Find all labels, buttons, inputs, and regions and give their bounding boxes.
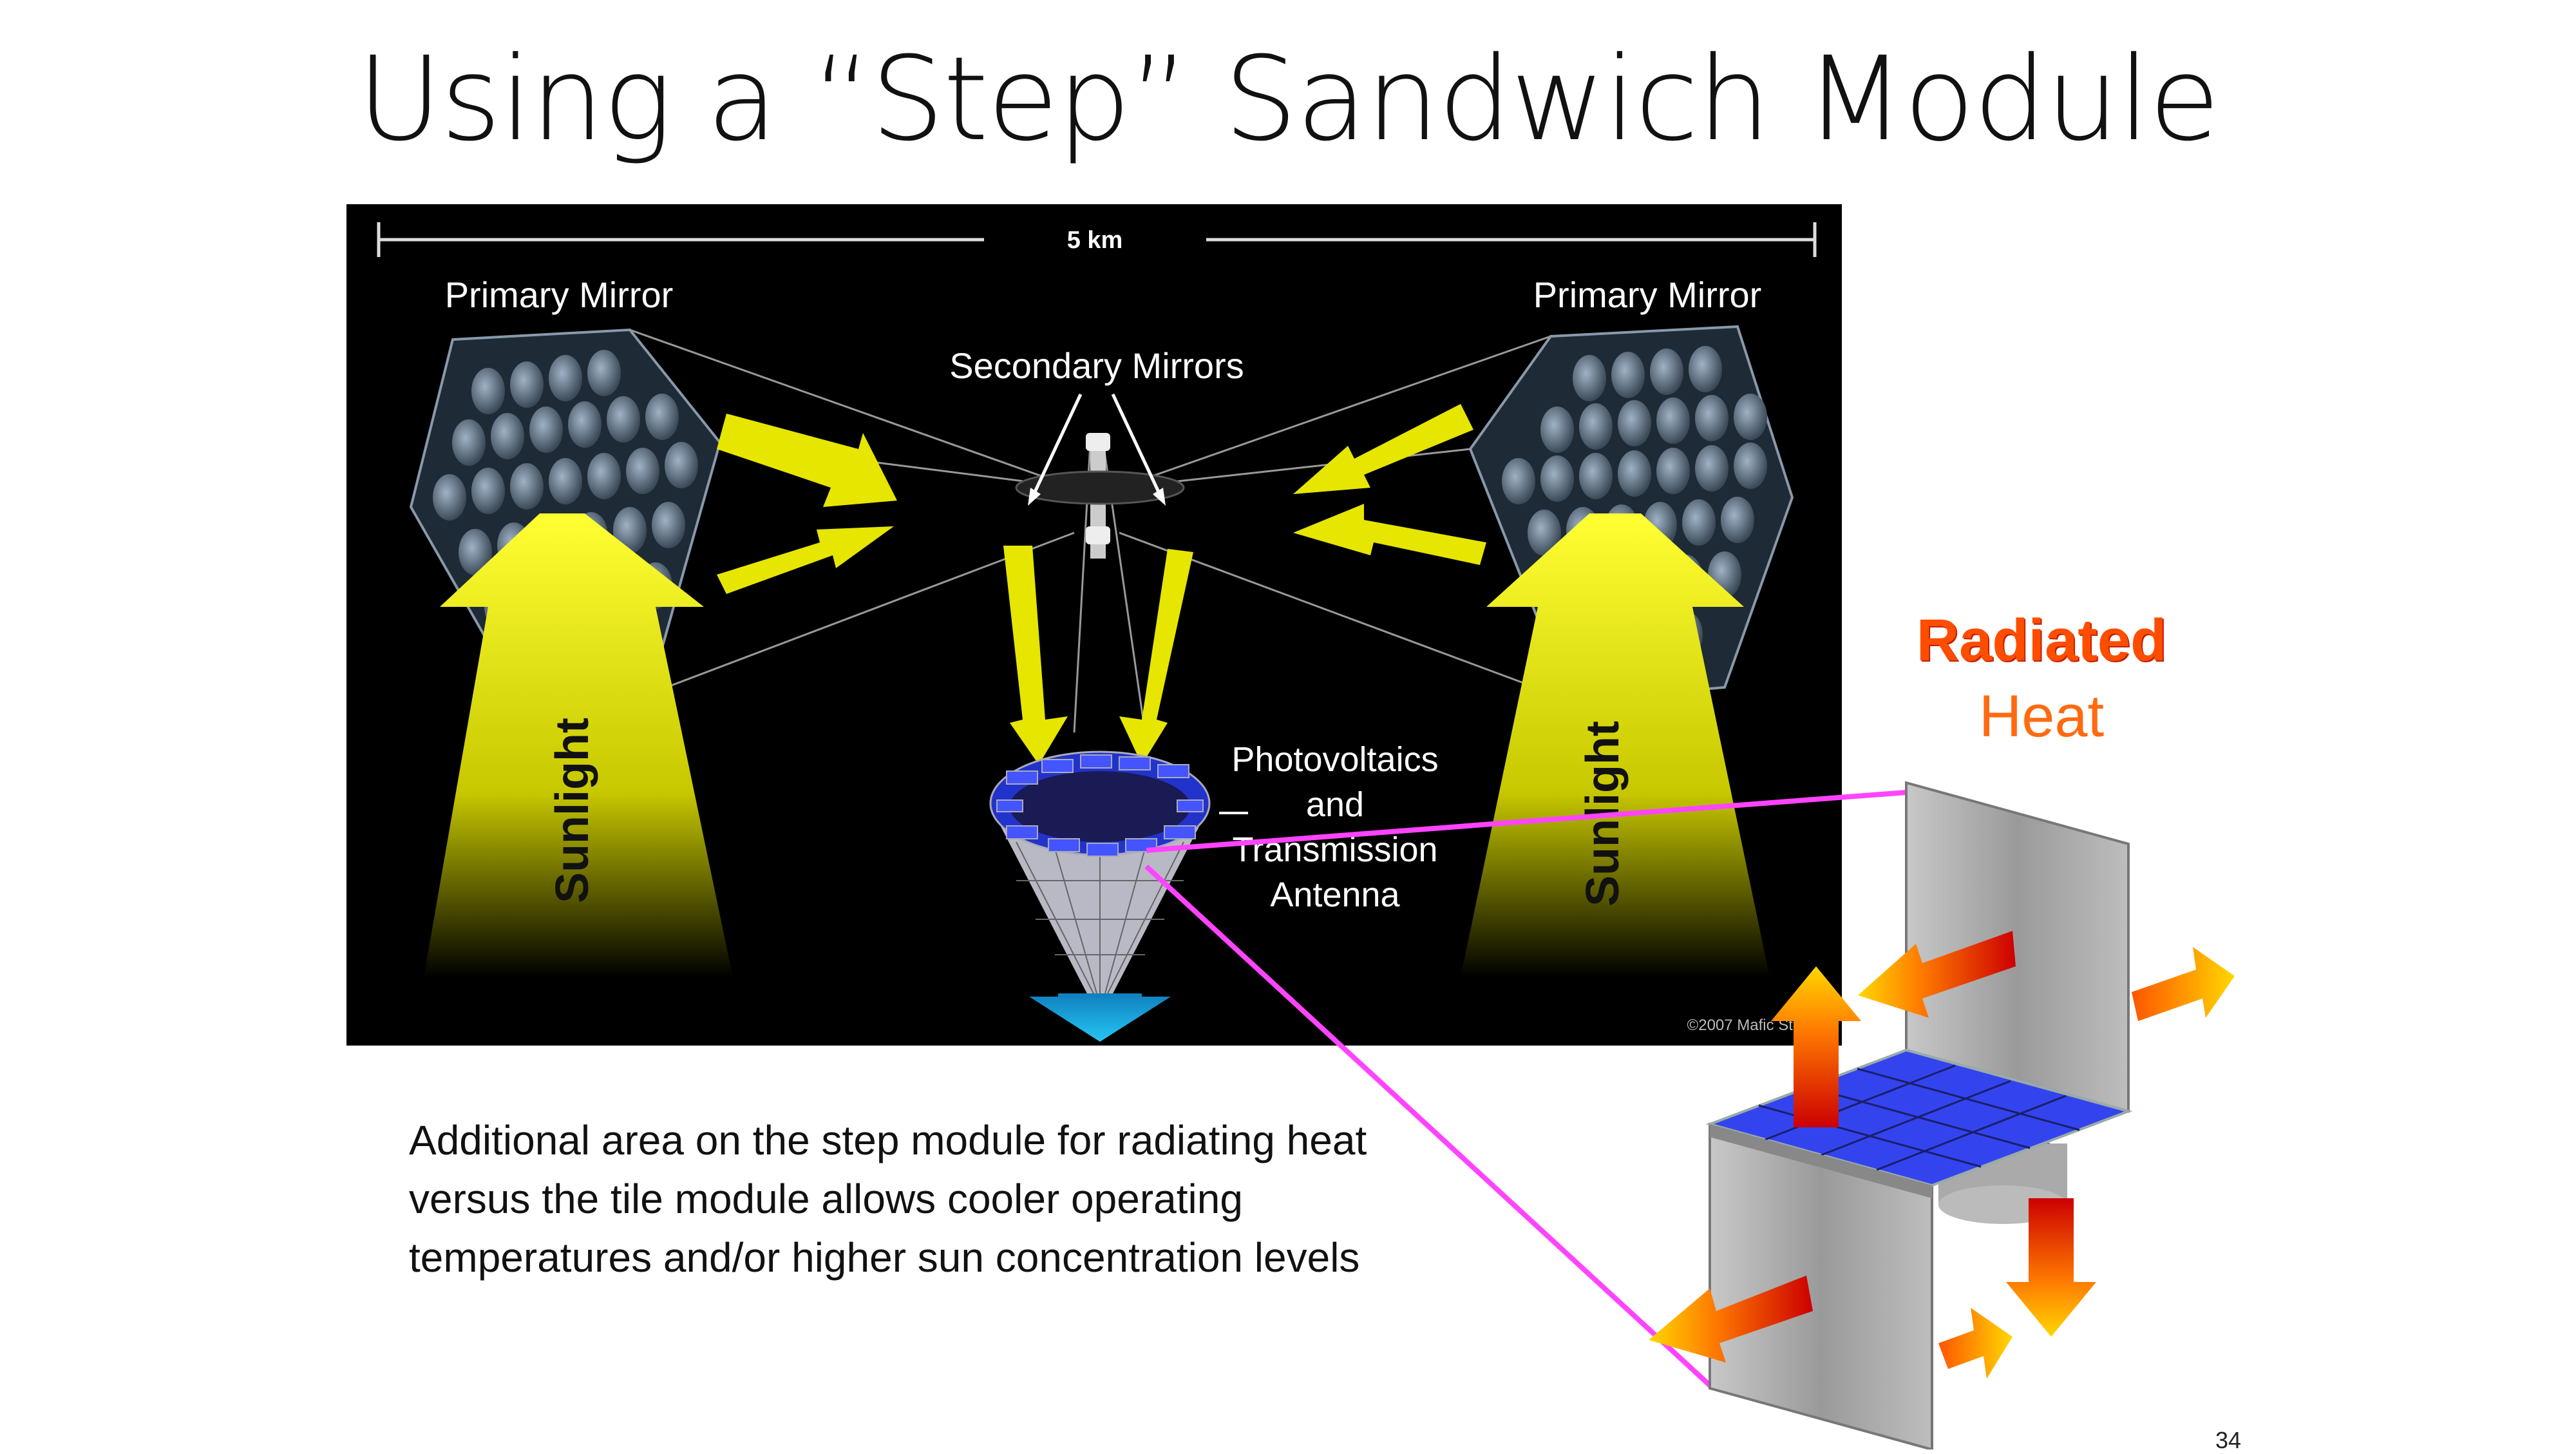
heat-arrows	[1649, 931, 2235, 1379]
heat-label: Heat	[1978, 684, 2105, 749]
callout-lines	[1144, 790, 1907, 1390]
scale-bar: 5 km	[377, 222, 1817, 257]
svg-text:Antenna: Antenna	[1270, 875, 1400, 914]
page-number: 34	[2215, 1427, 2242, 1453]
heat-arrow-up-icon	[1771, 966, 1861, 1127]
solar-power-satellite-diagram: 5 km Primary Mirror Primary Mirror Secon…	[346, 204, 1842, 1046]
heat-arrow-left-lower-icon	[1649, 1276, 1813, 1363]
diagram-svg: 5 km Primary Mirror Primary Mirror Secon…	[377, 222, 1834, 1042]
pv-antenna-cone	[989, 751, 1211, 1042]
sunlight-left-label: Sunlight	[547, 718, 598, 903]
radiated-label: Radiated	[1916, 607, 2167, 673]
heat-arrow-right-lower-icon	[1938, 1308, 2012, 1379]
reflection-arrows	[717, 404, 1486, 765]
heat-arrow-down-icon	[2006, 1198, 2096, 1337]
heat-arrow-right-upper-icon	[2132, 947, 2235, 1021]
primary-mirror-right-label: Primary Mirror	[1533, 274, 1762, 315]
svg-text:Photovoltaics: Photovoltaics	[1231, 740, 1438, 779]
slide-title: Using a “Step” Sandwich Module	[357, 32, 2221, 167]
sunlight-arrow-left: Sunlight	[424, 513, 733, 977]
body-text: Additional area on the step module for r…	[409, 1117, 1367, 1281]
pv-deck	[1705, 1048, 2133, 1198]
scale-label: 5 km	[1067, 227, 1123, 254]
radiated-heat-callout: Radiated Heat	[1842, 602, 2241, 754]
svg-text:and: and	[1306, 785, 1364, 824]
heat-arrow-left-upper-icon	[1858, 931, 2016, 1018]
primary-mirror-left-label: Primary Mirror	[445, 274, 674, 315]
secondary-mirrors-label: Secondary Mirrors	[949, 345, 1244, 386]
secondary-mirror-mast	[1015, 393, 1185, 559]
